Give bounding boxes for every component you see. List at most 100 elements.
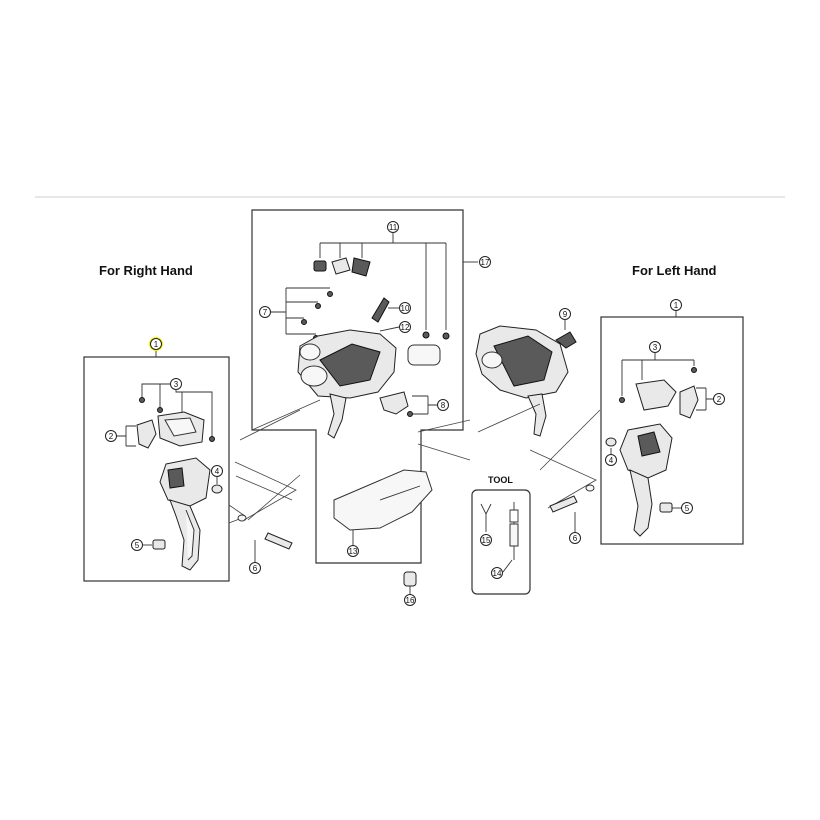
center-frame xyxy=(251,209,464,564)
left-callout-3-label: 3 xyxy=(653,343,658,352)
center-callout-12-leader xyxy=(379,326,400,332)
center-callout-13-label: 13 xyxy=(349,547,358,556)
lever-hood-icon xyxy=(333,469,433,531)
center-callout-13[interactable] xyxy=(347,545,359,557)
center-callout-16[interactable] xyxy=(404,594,416,606)
center-callout-11[interactable] xyxy=(387,221,399,233)
right-callout-6[interactable] xyxy=(249,562,261,574)
bushing-icon xyxy=(313,260,327,272)
cover-plate-icon xyxy=(136,419,157,449)
right-hand-heading: For Right Hand xyxy=(99,263,193,278)
tool-callout-15-label: 15 xyxy=(482,536,491,545)
left-ratchet-icon xyxy=(481,351,503,369)
screw-icon xyxy=(327,291,333,297)
brake-lever-edge-icon xyxy=(185,509,195,561)
tool-callout-14-label: 14 xyxy=(493,569,502,578)
center-guide-lines-right xyxy=(417,419,471,461)
left-cover-plate-icon xyxy=(679,385,699,419)
right-callout-1[interactable] xyxy=(150,338,162,350)
left-callout-1-label: 1 xyxy=(674,301,679,310)
left-callout-1[interactable] xyxy=(670,299,682,311)
left-center-guide-lines xyxy=(477,403,601,509)
right-callout-5[interactable] xyxy=(131,539,143,551)
brake-lever-icon xyxy=(169,499,201,571)
right-callout-4[interactable] xyxy=(211,465,223,477)
right-callout-2-label: 2 xyxy=(109,432,114,441)
left-hand-frame xyxy=(600,316,744,545)
clamp-band-icon xyxy=(407,344,441,366)
spacer-icon xyxy=(403,571,417,587)
left-callout-4[interactable] xyxy=(605,454,617,466)
center-callout-7-label: 7 xyxy=(263,308,268,317)
right-callout-4-label: 4 xyxy=(215,467,220,476)
tool-callout-14[interactable] xyxy=(491,567,503,579)
right-callout-1-label: 1 xyxy=(154,340,159,349)
left-clip-icon xyxy=(585,484,595,492)
left-callout-6[interactable] xyxy=(569,532,581,544)
left-lever-body-detail-icon xyxy=(637,431,661,457)
center-callout-7[interactable] xyxy=(259,306,271,318)
center-callout-8-leaders xyxy=(412,395,437,415)
left-callout-5-label: 5 xyxy=(685,504,690,513)
screw-icon xyxy=(139,397,145,403)
center-callout-9[interactable] xyxy=(559,308,571,320)
spool-icon xyxy=(300,365,328,387)
right-callout-2-leaders xyxy=(117,425,136,447)
left-hand-heading: For Left Hand xyxy=(632,263,717,278)
left-brake-lever-icon xyxy=(629,469,653,537)
lever-body-icon xyxy=(159,457,211,507)
left-callout-6-label: 6 xyxy=(573,534,578,543)
hood-logo-mark xyxy=(379,485,421,501)
screw-icon xyxy=(301,319,307,325)
center-callout-8[interactable] xyxy=(437,399,449,411)
screw-icon xyxy=(157,407,163,413)
right-callout-2[interactable] xyxy=(105,430,117,442)
center-callout-12[interactable] xyxy=(399,321,411,333)
center-callout-8-label: 8 xyxy=(441,401,446,410)
center-callout-11-label: 11 xyxy=(389,223,398,232)
screw-icon xyxy=(619,397,625,403)
center-callout-16-label: 16 xyxy=(406,596,415,605)
pivot-pin-icon xyxy=(264,532,293,550)
right-hand-frame xyxy=(83,356,230,582)
reach-screw-icon xyxy=(152,539,166,550)
center-callout-17-label: 17 xyxy=(481,258,490,267)
center-guide-lines-left xyxy=(234,399,321,521)
left-bracket-icon xyxy=(635,379,677,411)
left-callout-3[interactable] xyxy=(649,341,661,353)
center-callout-7-leaders xyxy=(271,287,330,335)
cam-icon xyxy=(351,257,371,277)
lever-body-detail-icon xyxy=(167,467,185,489)
left-callout-2-label: 2 xyxy=(717,395,722,404)
screw-icon xyxy=(315,303,321,309)
center-callout-9-label: 9 xyxy=(563,310,568,319)
left-clamp-icon xyxy=(555,331,577,349)
left-callout-2[interactable] xyxy=(713,393,725,405)
adjuster-nut-icon xyxy=(211,484,223,494)
ratchet-icon xyxy=(299,343,321,361)
screw-icon xyxy=(209,436,215,442)
center-callout-12-label: 12 xyxy=(401,323,410,332)
left-shift-lever-icon xyxy=(527,393,547,437)
pin-tool-handle-icon xyxy=(509,523,519,547)
left-reach-screw-icon xyxy=(659,502,673,513)
tool-frame xyxy=(471,489,531,595)
screw-icon xyxy=(691,367,697,373)
center-callout-17[interactable] xyxy=(479,256,491,268)
fork-tool-icon xyxy=(480,503,492,532)
left-callout-2-leaders xyxy=(696,387,713,411)
right-callout-3-leaders xyxy=(141,383,213,438)
center-callout-11-leaders xyxy=(319,233,447,330)
left-callout-4-label: 4 xyxy=(609,456,614,465)
bracket-inner-icon xyxy=(164,417,197,437)
main-body-mechanism-icon xyxy=(319,343,381,387)
tool-callout-15[interactable] xyxy=(480,534,492,546)
screw-icon xyxy=(422,331,430,339)
tool-heading: TOOL xyxy=(488,475,513,485)
center-callout-10[interactable] xyxy=(399,302,411,314)
left-callout-5[interactable] xyxy=(681,502,693,514)
right-callout-3[interactable] xyxy=(170,378,182,390)
right-callout-3-label: 3 xyxy=(174,380,179,389)
